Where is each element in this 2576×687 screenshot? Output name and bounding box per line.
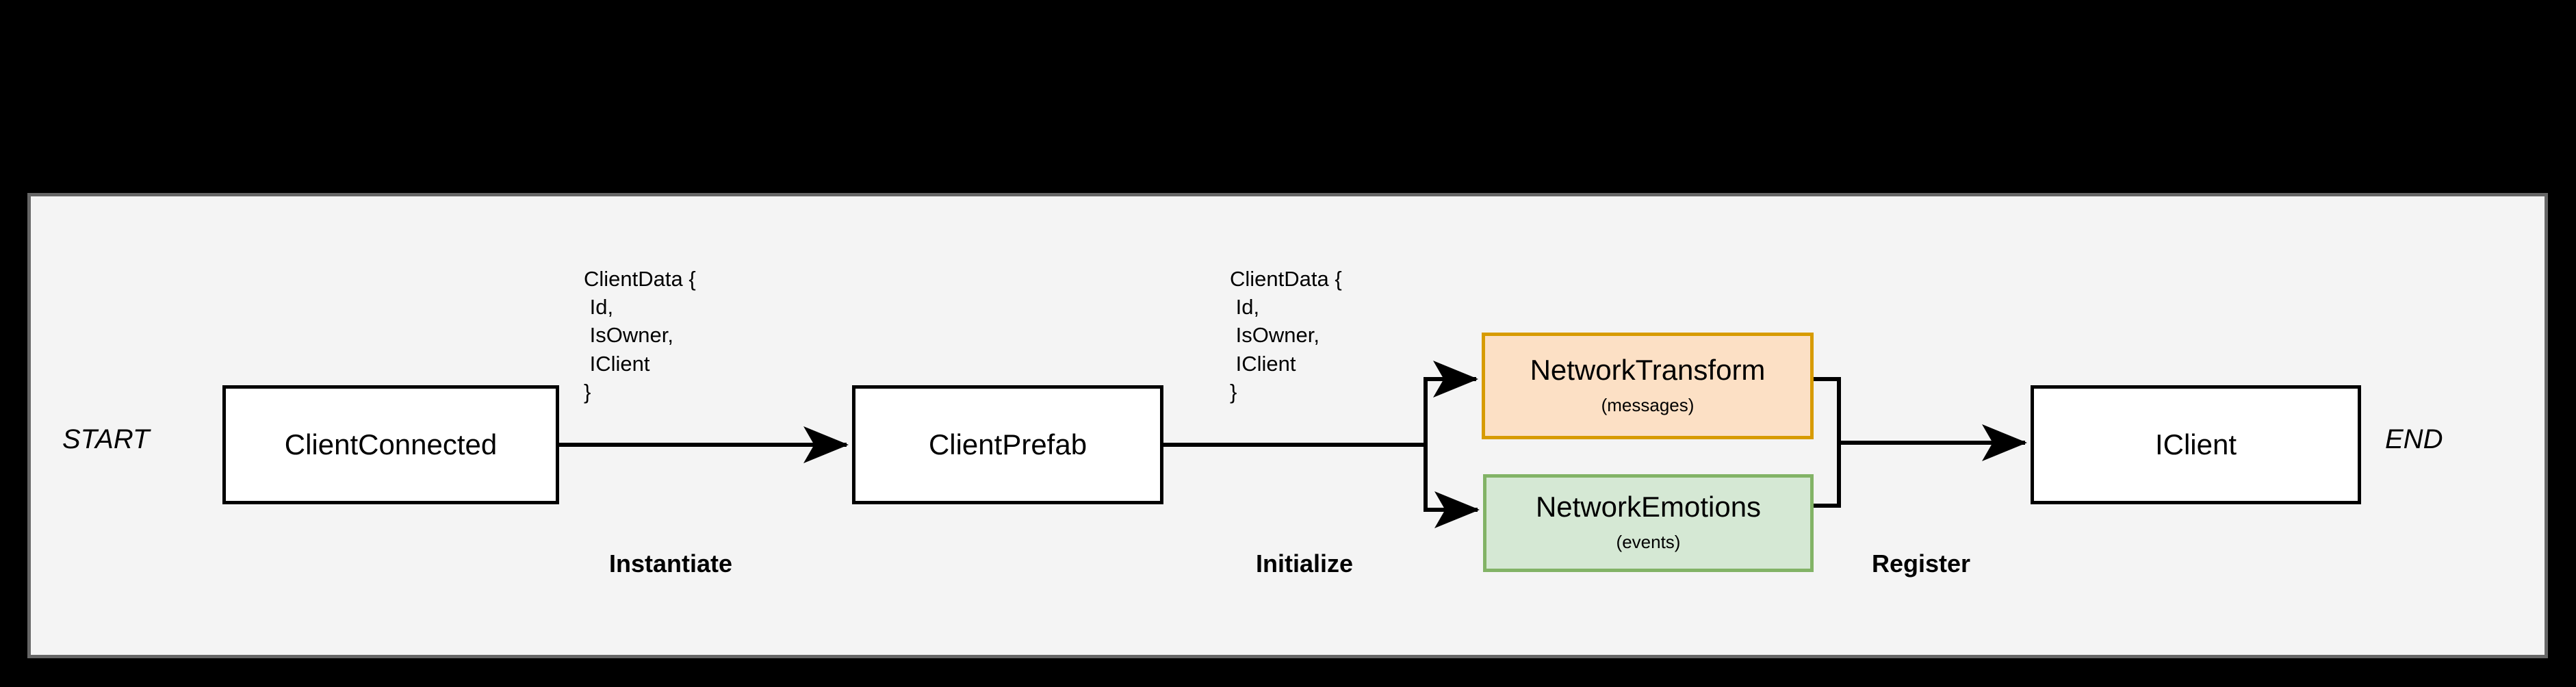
edge-payload-initialize: ClientData { Id, IsOwner, IClient } (1230, 267, 1342, 404)
node-network-emotions-subtitle: (events) (1616, 532, 1681, 553)
edge-caption-instantiate: Instantiate (609, 549, 733, 578)
node-iclient[interactable]: IClient (2031, 385, 2361, 504)
node-client-prefab-title: ClientPrefab (928, 428, 1087, 461)
start-terminal-label: START (62, 424, 150, 454)
node-network-transform-subtitle: (messages) (1601, 394, 1695, 415)
node-iclient-title: IClient (2154, 428, 2237, 461)
edge-payload-instantiate: ClientData { Id, IsOwner, IClient } (584, 267, 696, 404)
node-network-transform[interactable]: NetworkTransform (messages) (1482, 333, 1814, 439)
node-network-emotions-title: NetworkEmotions (1535, 491, 1762, 523)
node-network-transform-title: NetworkTransform (1530, 353, 1766, 386)
node-client-connected-title: ClientConnected (284, 428, 498, 461)
node-network-emotions[interactable]: NetworkEmotions (events) (1483, 474, 1814, 572)
node-client-connected[interactable]: ClientConnected (222, 385, 559, 504)
node-client-prefab[interactable]: ClientPrefab (852, 385, 1163, 504)
end-terminal-label: END (2385, 424, 2443, 454)
edge-caption-register: Register (1872, 549, 1971, 578)
edge-caption-initialize: Initialize (1256, 549, 1354, 578)
diagram-frame: START END ClientConnected ClientPrefab N… (27, 193, 2548, 658)
